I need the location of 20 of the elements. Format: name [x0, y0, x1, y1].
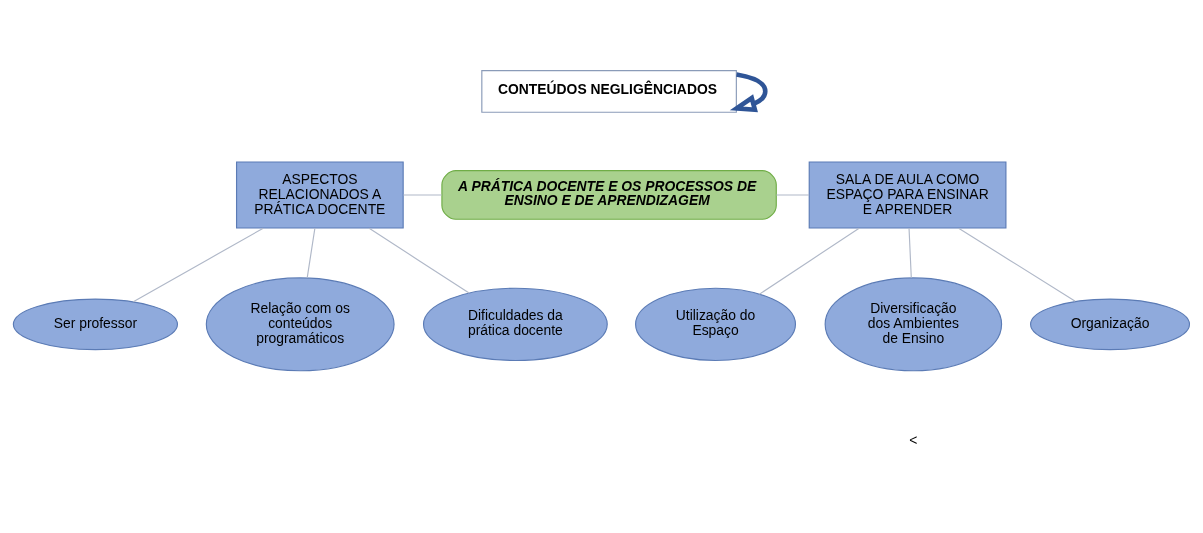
- node-ellipse: Diversificação dos Ambientes de Ensino: [824, 277, 1003, 372]
- node-ellipse: Relação com os conteúdos programáticos: [205, 277, 395, 372]
- connector: [908, 227, 912, 279]
- node-box: A PRÁTICA DOCENTE E OS PROCESSOS DE ENSINO E DE APRENDIZAGEM: [441, 170, 777, 220]
- node-ellipse: Ser professor: [12, 298, 179, 351]
- connector: [368, 227, 470, 294]
- label: <: [909, 432, 918, 449]
- connector: [775, 194, 810, 196]
- connector: [958, 227, 1076, 302]
- node-box: ASPECTOS RELACIONADOS A PRÁTICA DOCENTE: [236, 161, 404, 229]
- node-box: SALA DE AULA COMO ESPAÇO PARA ENSINAR E APRENDER: [808, 161, 1007, 229]
- node-ellipse: Organização: [1030, 298, 1191, 351]
- arrow: [729, 72, 768, 113]
- connector: [306, 227, 316, 279]
- connector: [402, 194, 443, 196]
- node-ellipse: Utilização do Espaço: [635, 287, 797, 362]
- connector: [132, 227, 264, 303]
- node-ellipse: Dificuldades da prática docente: [422, 287, 608, 362]
- node-box: CONTEÚDOS NEGLIGÊNCIADOS: [481, 70, 737, 113]
- connector: [758, 227, 860, 295]
